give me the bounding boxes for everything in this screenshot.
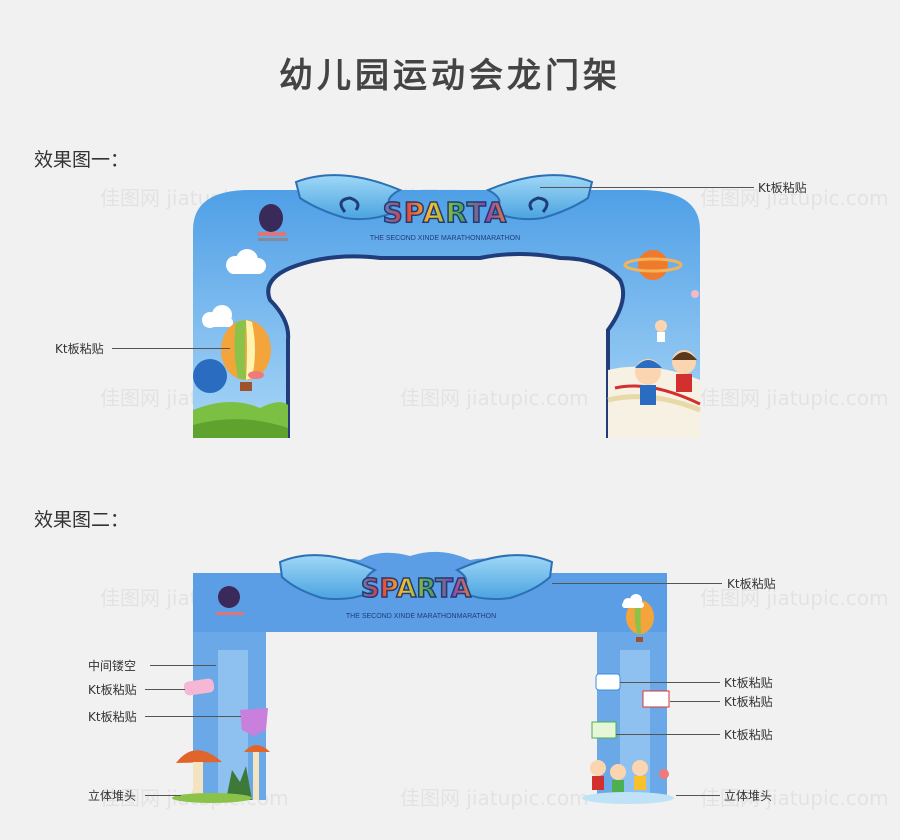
mushroom-stand <box>172 745 270 803</box>
leader-line <box>145 689 185 690</box>
avatar-badge <box>258 204 288 241</box>
planet <box>623 250 683 280</box>
leader-line <box>112 348 230 349</box>
leader-line <box>150 665 216 666</box>
cloud <box>622 594 644 608</box>
sticker-sign <box>595 673 621 691</box>
label-kt-right-3: Kt板粘贴 <box>724 728 773 742</box>
sticker-sign <box>183 678 215 696</box>
label-kt-left: Kt板粘贴 <box>55 342 104 356</box>
label-stand-left: 立体堆头 <box>88 789 137 803</box>
leader-line <box>552 583 722 584</box>
section-2-title: 效果图二： <box>34 509 130 531</box>
leader-line <box>670 701 720 702</box>
label-hollow: 中间镂空 <box>88 659 137 673</box>
sticker-sign <box>642 690 670 708</box>
wings-header <box>294 174 594 221</box>
label-stand-right: 立体堆头 <box>724 789 773 803</box>
label-kt-right-1: Kt板粘贴 <box>724 676 773 690</box>
label-kt-left-2: Kt板粘贴 <box>88 710 137 724</box>
arch-1-frame <box>193 190 700 438</box>
leader-line <box>145 795 181 796</box>
avatar-badge <box>218 586 240 608</box>
sticker-sign <box>591 721 617 739</box>
arch-2-logo: SPARTA <box>356 573 476 605</box>
leader-line <box>616 734 720 735</box>
cloud <box>202 249 266 328</box>
leader-line <box>145 716 241 717</box>
hot-air-balloon <box>626 600 654 642</box>
sticker-sign <box>240 708 268 736</box>
hot-air-balloon <box>193 320 271 393</box>
label-kt-left-1: Kt板粘贴 <box>88 683 137 697</box>
leader-line <box>540 187 754 188</box>
label-kt-right-top: Kt板粘贴 <box>727 577 776 591</box>
kids-stand <box>582 760 674 804</box>
leader-line <box>676 795 720 796</box>
label-kt-right-2: Kt板粘贴 <box>724 695 773 709</box>
arch-1-logo: SPARTA <box>378 195 512 230</box>
leader-line <box>620 682 720 683</box>
label-kt-top-right: Kt板粘贴 <box>758 181 807 195</box>
wings-header <box>278 554 554 601</box>
running-kids <box>607 320 701 438</box>
arch-2-subtitle: THE SECOND XINDE MARATHONMARATHON <box>345 613 497 620</box>
page-title: 幼儿园运动会龙门架 <box>279 56 621 96</box>
section-1-title: 效果图一： <box>34 149 130 171</box>
arch-1-subtitle: THE SECOND XINDE MARATHONMARATHON <box>369 235 521 242</box>
